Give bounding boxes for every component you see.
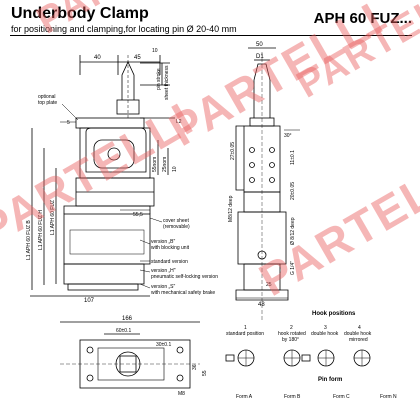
vertical-l1: L1 APH 60 FUZ xyxy=(50,200,56,235)
dim-30deg: 30° xyxy=(284,133,292,139)
side-view: 40 45 10 pin stroke sheet thickness L2 o… xyxy=(26,48,218,304)
dim-55-5: 55,5 xyxy=(133,212,143,218)
vertical-l1-h: L1 APH 60 FUZ H xyxy=(38,210,44,250)
hook-3-label: double hook xyxy=(311,331,339,337)
pin-form: Pin form Form A Form B Form C Form N xyxy=(236,377,397,400)
dim-60: 60±0.1 xyxy=(116,328,131,334)
dim-11: 11±0.1 xyxy=(290,150,296,165)
dim-dia8-deep: Ø 8/12 deep xyxy=(290,217,296,245)
dim-45: 45 xyxy=(134,55,141,61)
page-title: Underbody Clamp xyxy=(11,5,149,22)
hook-1-num: 1 xyxy=(244,325,247,331)
dim-48: 48 xyxy=(258,302,265,308)
vertical-l1-b: L1 APH 60 FUZ B xyxy=(26,220,32,260)
dim-25-front: 25 xyxy=(266,282,272,288)
callout-blocking: version „B"with blocking unit xyxy=(151,239,190,251)
hook-positions: Hook positions 1 standard position 2 hoo… xyxy=(225,311,372,367)
pin-form-a: Form A xyxy=(236,394,253,400)
callout-h: version „H"pneumatic self-locking versio… xyxy=(151,268,218,280)
dim-166: 166 xyxy=(122,316,133,322)
hook-2-num: 2 xyxy=(290,325,293,331)
dim-30-top: 30±0.1 xyxy=(156,342,171,348)
pin-form-b: Form B xyxy=(284,394,301,400)
front-view: 50 D1 30° 27±0.05 11±0.1 20±0.05 M8/12 d… xyxy=(228,42,300,320)
pin-form-heading: Pin form xyxy=(318,377,342,383)
dim-10-top: 10 xyxy=(152,48,158,54)
dim-55nom: 55nom xyxy=(152,157,158,172)
dim-m8-deep: M8/12 deep xyxy=(228,195,234,222)
dim-20: 20±0.05 xyxy=(290,182,296,200)
dim-40: 40 xyxy=(94,55,101,61)
dim-27: 27±0.05 xyxy=(230,142,236,160)
header-rule xyxy=(10,35,412,36)
model-number: APH 60 FUZ... xyxy=(313,10,412,27)
label-l2: L2 xyxy=(176,119,182,125)
pin-form-c: Form C xyxy=(333,394,350,400)
hook-positions-heading: Hook positions xyxy=(312,311,356,317)
callout-standard: standard version xyxy=(151,259,188,265)
label-pin-stroke: pin stroke xyxy=(156,68,162,90)
pin-form-n: Form N xyxy=(380,394,397,400)
dim-50: 50 xyxy=(256,42,263,48)
top-view: 166 60±0.1 30±0.1 M8 55 36 xyxy=(60,316,208,397)
callout-s: version „S"with mechanical safety brake xyxy=(151,284,215,296)
hook-1-label: standard position xyxy=(226,331,264,337)
dim-g14: G 1/4" xyxy=(290,261,296,275)
dim-m8-top: M8 xyxy=(178,391,185,397)
dim-55-top: 55 xyxy=(202,370,208,376)
hook-4-num: 4 xyxy=(358,325,361,331)
dim-10-side: 10 xyxy=(172,166,178,172)
hook-3-num: 3 xyxy=(324,325,327,331)
dim-25nom: 25nom xyxy=(162,157,168,172)
callout-cover-sheet: cover sheet(removable) xyxy=(163,218,190,230)
dim-107: 107 xyxy=(84,298,95,304)
dim-d1: D1 xyxy=(256,54,264,60)
page-subtitle: for positioning and clamping,for locatin… xyxy=(11,24,237,34)
label-sheet-thickness: sheet thickness xyxy=(164,65,170,100)
dim-5: 5 xyxy=(67,120,70,126)
dim-36-top: 36 xyxy=(192,364,198,370)
